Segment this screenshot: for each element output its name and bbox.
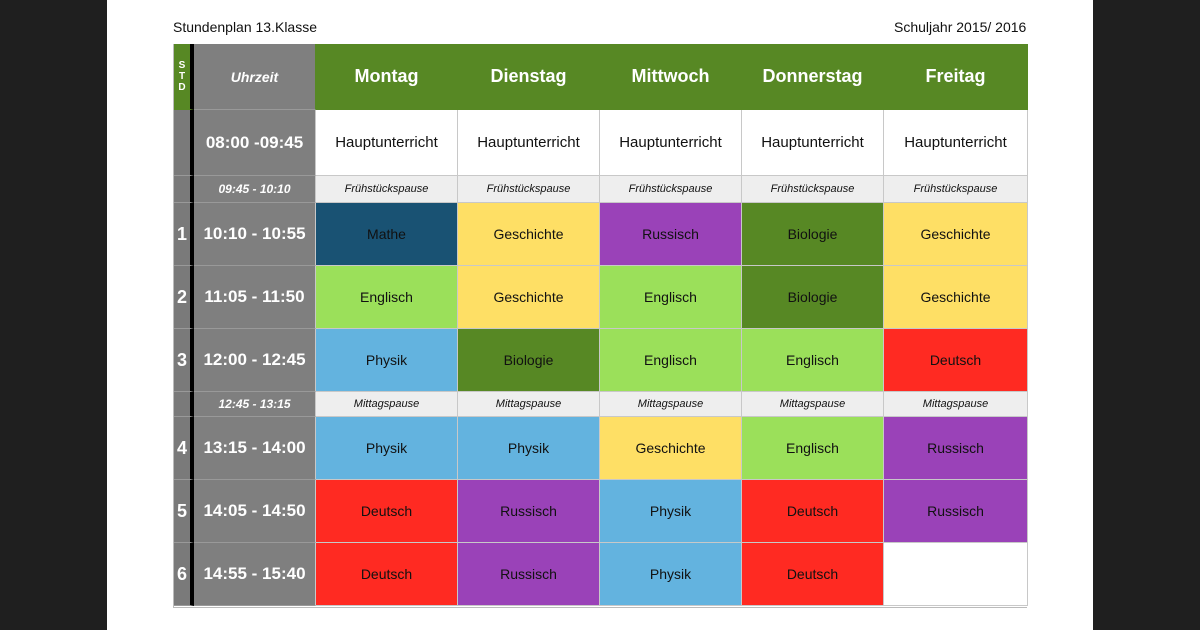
timetable-cell: Geschichte: [458, 203, 600, 266]
timetable-cell: Russisch: [884, 480, 1028, 543]
period-time: 13:15 - 14:00: [194, 417, 316, 480]
timetable-cell: Englisch: [600, 266, 742, 329]
timetable-cell: Deutsch: [316, 480, 458, 543]
timetable-cell: Biologie: [742, 203, 884, 266]
timetable-cell: Physik: [600, 480, 742, 543]
timetable-cell: Englisch: [742, 329, 884, 392]
day-header-donnerstag: Donnerstag: [742, 44, 884, 110]
period-number: [174, 110, 194, 176]
pause-time: 12:45 - 13:15: [194, 392, 316, 417]
pause-cell: Frühstückspause: [884, 176, 1028, 203]
timetable-cell: Physik: [316, 417, 458, 480]
timetable-cell: Geschichte: [884, 266, 1028, 329]
pause-cell: Mittagspause: [600, 392, 742, 417]
timetable-cell: Englisch: [600, 329, 742, 392]
timetable-cell: [884, 543, 1028, 606]
timetable-cell: Biologie: [458, 329, 600, 392]
timetable-cell: Mathe: [316, 203, 458, 266]
timetable-cell: Physik: [316, 329, 458, 392]
period-time: 10:10 - 10:55: [194, 203, 316, 266]
page-title: Stundenplan 13.Klasse: [173, 19, 317, 35]
timetable-cell: Geschichte: [600, 417, 742, 480]
period-time: 14:55 - 15:40: [194, 543, 316, 606]
period-number: 6: [174, 543, 194, 606]
pause-cell: Frühstückspause: [316, 176, 458, 203]
period-time: 08:00 -09:45: [194, 110, 316, 176]
pause-cell: Mittagspause: [316, 392, 458, 417]
pause-cell: Frühstückspause: [600, 176, 742, 203]
pause-time: 09:45 - 10:10: [194, 176, 316, 203]
std-letter: S: [178, 60, 186, 71]
pause-cell: Mittagspause: [884, 392, 1028, 417]
period-number: 5: [174, 480, 194, 543]
period-number: [174, 392, 194, 417]
day-header-dienstag: Dienstag: [458, 44, 600, 110]
period-number: 2: [174, 266, 194, 329]
period-number: [174, 176, 194, 203]
timetable-cell: Deutsch: [742, 543, 884, 606]
timetable-cell: Hauptunterricht: [458, 110, 600, 176]
timetable-cell: Russisch: [884, 417, 1028, 480]
pause-cell: Mittagspause: [458, 392, 600, 417]
timetable-cell: Englisch: [742, 417, 884, 480]
timetable-cell: Hauptunterricht: [742, 110, 884, 176]
period-time: 14:05 - 14:50: [194, 480, 316, 543]
timetable-cell: Hauptunterricht: [884, 110, 1028, 176]
day-header-mittwoch: Mittwoch: [600, 44, 742, 110]
timetable-cell: Hauptunterricht: [600, 110, 742, 176]
period-number: 3: [174, 329, 194, 392]
timetable-cell: Deutsch: [742, 480, 884, 543]
day-header-freitag: Freitag: [884, 44, 1028, 110]
timetable-cell: Deutsch: [316, 543, 458, 606]
period-time: 11:05 - 11:50: [194, 266, 316, 329]
timetable-cell: Geschichte: [884, 203, 1028, 266]
timetable-cell: Deutsch: [884, 329, 1028, 392]
std-header: S T D: [174, 44, 194, 110]
std-letter: D: [178, 82, 186, 93]
pause-cell: Frühstückspause: [742, 176, 884, 203]
pause-cell: Frühstückspause: [458, 176, 600, 203]
time-header: Uhrzeit: [194, 44, 316, 110]
timetable-page: Stundenplan 13.Klasse Schuljahr 2015/ 20…: [107, 0, 1093, 630]
period-time: 12:00 - 12:45: [194, 329, 316, 392]
school-year: Schuljahr 2015/ 2016: [894, 19, 1027, 35]
timetable-cell: Physik: [600, 543, 742, 606]
period-number: 4: [174, 417, 194, 480]
timetable-cell: Russisch: [600, 203, 742, 266]
timetable-grid: S T D Uhrzeit Montag Dienstag Mittwoch D…: [173, 44, 1028, 608]
pause-cell: Mittagspause: [742, 392, 884, 417]
timetable-cell: Englisch: [316, 266, 458, 329]
timetable-cell: Biologie: [742, 266, 884, 329]
timetable-cell: Geschichte: [458, 266, 600, 329]
timetable-cell: Russisch: [458, 543, 600, 606]
timetable-cell: Physik: [458, 417, 600, 480]
period-number: 1: [174, 203, 194, 266]
std-letter: T: [178, 71, 186, 82]
day-header-montag: Montag: [316, 44, 458, 110]
timetable-cell: Hauptunterricht: [316, 110, 458, 176]
timetable-cell: Russisch: [458, 480, 600, 543]
